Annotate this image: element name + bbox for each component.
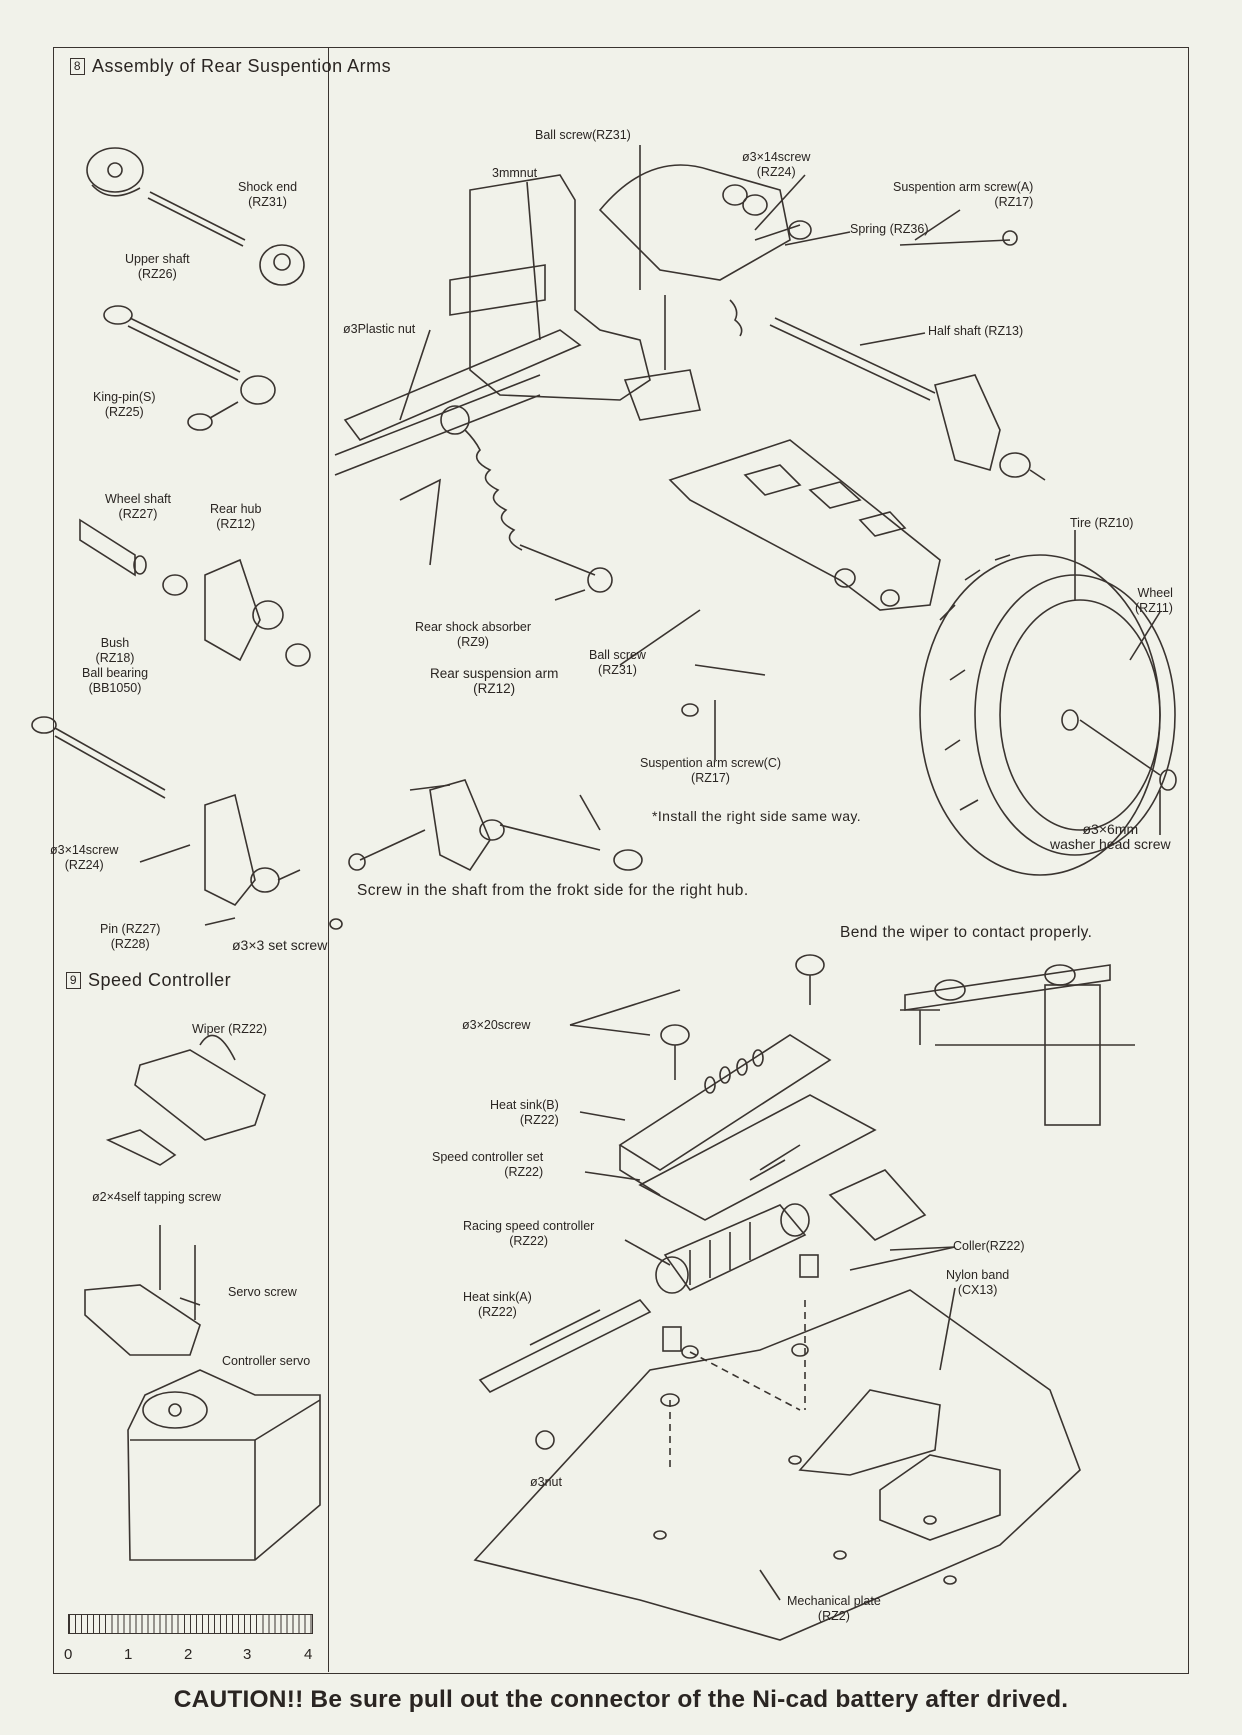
speed-controller-set-label: Speed controller set (RZ22) (432, 1150, 544, 1179)
rear-hub-label: Rear hub (RZ12) (210, 502, 262, 531)
shock-end-label: Shock end (RZ31) (238, 180, 298, 209)
tire-label: Tire (RZ10) (1070, 516, 1134, 530)
ruler-mark-0: 0 (64, 1646, 73, 1663)
front-side-note: Screw in the shaft from the frokt side f… (357, 882, 749, 899)
caution-notice: CAUTION!! Be sure pull out the connector… (173, 1686, 1069, 1713)
screw-3x14-top-label: ø3×14screw (RZ24) (742, 150, 811, 179)
suspension-arm-screw-a-label: Suspention arm screw(A) (RZ17) (893, 180, 1034, 209)
nylon-band-label: Nylon band (CX13) (946, 1268, 1010, 1297)
rear-arm-label: Rear suspension arm (RZ12) (430, 666, 559, 696)
section-8-number: 8 (70, 58, 85, 75)
ruler-mark-2: 2 (184, 1646, 193, 1663)
racing-controller-label: Racing speed controller (RZ22) (463, 1219, 595, 1248)
upper-shaft-label: Upper shaft (RZ26) (125, 252, 190, 281)
section-8-title: Assembly of Rear Suspention Arms (92, 56, 392, 76)
half-shaft-label: Half shaft (RZ13) (928, 324, 1024, 338)
install-note: *Install the right side same way. (652, 808, 862, 824)
servo-screw-label: Servo screw (228, 1285, 297, 1299)
screw-3x20-label: ø3×20screw (462, 1018, 531, 1032)
set-screw-label: ø3×3 set screw (232, 937, 328, 953)
bend-wiper-note: Bend the wiper to contact properly. (840, 924, 1093, 941)
king-pin-label: King-pin(S) (RZ25) (93, 390, 156, 419)
suspension-arm-screw-c-label: Suspention arm screw(C) (RZ17) (640, 756, 782, 785)
scale-ruler (68, 1614, 313, 1634)
controller-servo-label: Controller servo (222, 1354, 311, 1368)
page-frame (53, 47, 1189, 1674)
pin-label: Pin (RZ27) (RZ28) (100, 922, 161, 951)
wheel-label: Wheel (RZ11) (1135, 586, 1173, 615)
mechanical-plate-label: Mechanical plate (RZ2) (787, 1594, 881, 1623)
ball-screw-top-label: Ball screw(RZ31) (535, 128, 631, 142)
nut-3-label: ø3nut (530, 1475, 562, 1489)
section-9-number: 9 (66, 972, 81, 989)
nut-3mm-label: 3mmnut (492, 166, 538, 180)
wiper-label: Wiper (RZ22) (192, 1022, 268, 1036)
section-9-heading: 9 Speed Controller (66, 970, 231, 991)
bush-bearing-label: Bush (RZ18) Ball bearing (BB1050) (82, 636, 149, 695)
spring-label: Spring (RZ36) (850, 222, 929, 236)
screw-3x14-label: ø3×14screw (RZ24) (50, 843, 119, 872)
ruler-mark-4: 4 (304, 1646, 313, 1663)
section-9-title: Speed Controller (88, 970, 232, 990)
wheel-shaft-label: Wheel shaft (RZ27) (105, 492, 172, 521)
rear-shock-label: Rear shock absorber (RZ9) (415, 620, 532, 649)
heat-sink-a-label: Heat sink(A) (RZ22) (463, 1290, 532, 1319)
heat-sink-b-label: Heat sink(B) (RZ22) (490, 1098, 559, 1127)
coller-label: Coller(RZ22) (953, 1239, 1025, 1253)
ruler-mark-1: 1 (124, 1646, 133, 1663)
column-divider (328, 47, 329, 1672)
section-8-heading: 8 Assembly of Rear Suspention Arms (70, 56, 391, 77)
tapping-screw-label: ø2×4self tapping screw (92, 1190, 221, 1204)
plastic-nut-label: ø3Plastic nut (343, 322, 416, 336)
washer-screw-label: ø3×6mm washer head screw (1050, 821, 1171, 852)
ruler-mark-3: 3 (243, 1646, 252, 1663)
ball-screw-mid-label: Ball screw (RZ31) (589, 648, 646, 677)
